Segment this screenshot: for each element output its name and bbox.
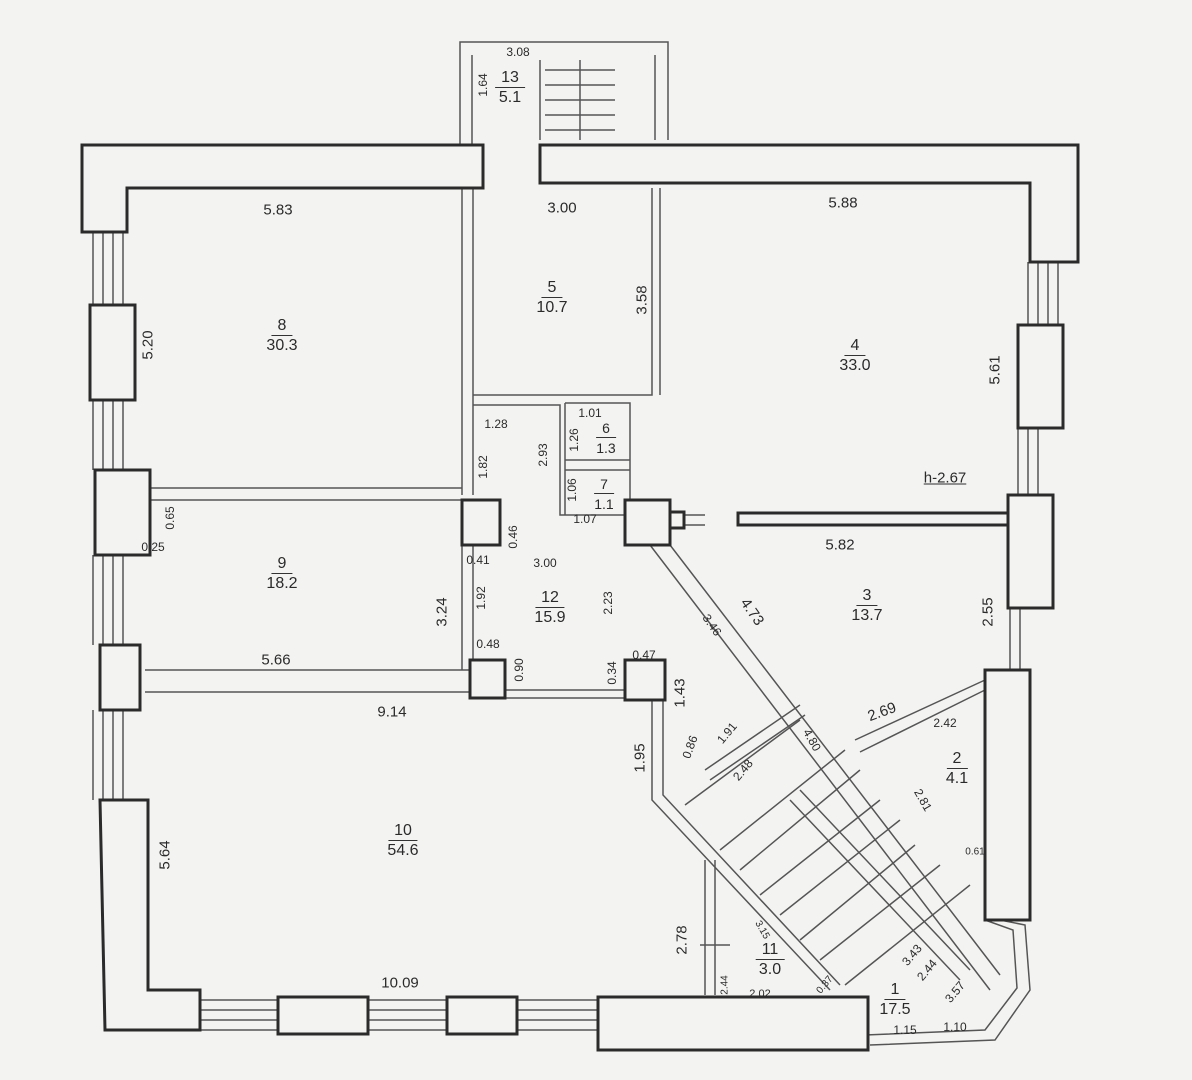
dimension-label: 3.00 [533,556,557,570]
outer-wall-top-left [80,143,485,234]
dimension-label: 0.25 [141,540,165,554]
room-number: 11 [755,941,785,960]
dimension-label: 0.61 [965,846,985,858]
room-area: 13.7 [851,607,883,624]
dimension-label: 5.20 [139,330,157,360]
room-number: 3 [856,587,878,606]
dimension-label: 5.82 [825,536,855,554]
room-area: 18.2 [266,575,298,592]
room-number: 6 [596,419,616,438]
room-number: 8 [271,317,293,336]
column [460,498,502,547]
dimension-label: 1.43 [671,678,689,708]
dimension-label: 2.02 [749,988,771,1000]
room-number: 13 [495,69,525,88]
room-number: 1 [884,981,906,1000]
ceiling-height-label: h-2.67 [923,469,967,487]
dimension-label: 0.48 [476,637,500,651]
dimension-label: 5.66 [261,651,291,669]
dimension-label: 10.09 [381,974,419,992]
dimension-label: 3.08 [506,45,530,59]
room-area: 15.9 [534,609,566,626]
dimension-label: 1.15 [893,1023,917,1037]
dimension-label: 3.58 [633,285,651,315]
dimension-label: 9.14 [377,703,407,721]
dimension-label: 3.00 [547,199,577,217]
room-area: 3.0 [758,961,782,978]
dimension-label: 1.95 [631,743,649,773]
dimension-label: 2.78 [673,925,691,955]
dimension-label: 0.34 [605,661,619,685]
dimension-label: 5.88 [828,194,858,212]
outer-wall-top-right [538,143,1080,264]
wall-pier [88,303,137,402]
stair-13-outline [459,41,669,145]
dimension-label: 5.64 [156,840,174,870]
dimension-label: 0.47 [632,648,656,662]
room-area: 54.6 [387,842,419,859]
dimension-label: 1.10 [943,1020,967,1034]
dimension-label: 1.26 [567,428,581,452]
room-area: 4.1 [945,770,969,787]
dimension-label: 0.46 [506,525,520,549]
dimension-label: 1.28 [484,417,508,431]
dimension-label: 2.23 [601,591,615,615]
room-area: 10.7 [536,299,568,316]
dimension-label: 1.06 [565,478,579,502]
dimension-label: 1.07 [573,512,597,526]
dimension-label: 0.90 [512,658,526,682]
dimension-label: 1.82 [476,455,490,479]
dimension-label: 2.44 [719,975,731,995]
room-area: 33.0 [839,357,871,374]
room-area: 1.3 [596,440,616,456]
room-number: 2 [946,750,968,769]
room-area: 30.3 [266,337,298,354]
room-number: 5 [541,279,563,298]
room-area: 17.5 [879,1001,911,1018]
dimension-label: 1.64 [476,73,490,97]
dimension-label: 2.93 [536,443,550,467]
room-number: 7 [594,475,614,494]
dimension-label: 5.83 [263,201,293,219]
dimension-label: 0.41 [466,553,490,567]
dimension-label: 5.61 [986,355,1004,385]
dimension-label: 2.55 [979,597,997,627]
room-number: 4 [844,337,866,356]
dimension-label: 3.24 [433,597,451,627]
dimension-label: 1.01 [578,406,602,420]
dimension-label: 2.42 [933,716,957,730]
room-area: 1.1 [594,496,614,512]
room-number: 12 [535,589,565,608]
room-number: 9 [271,555,293,574]
dimension-label: 1.92 [474,586,488,610]
room-area: 5.1 [498,89,522,106]
room-number: 10 [388,822,418,841]
dimension-label: 0.65 [163,506,177,530]
